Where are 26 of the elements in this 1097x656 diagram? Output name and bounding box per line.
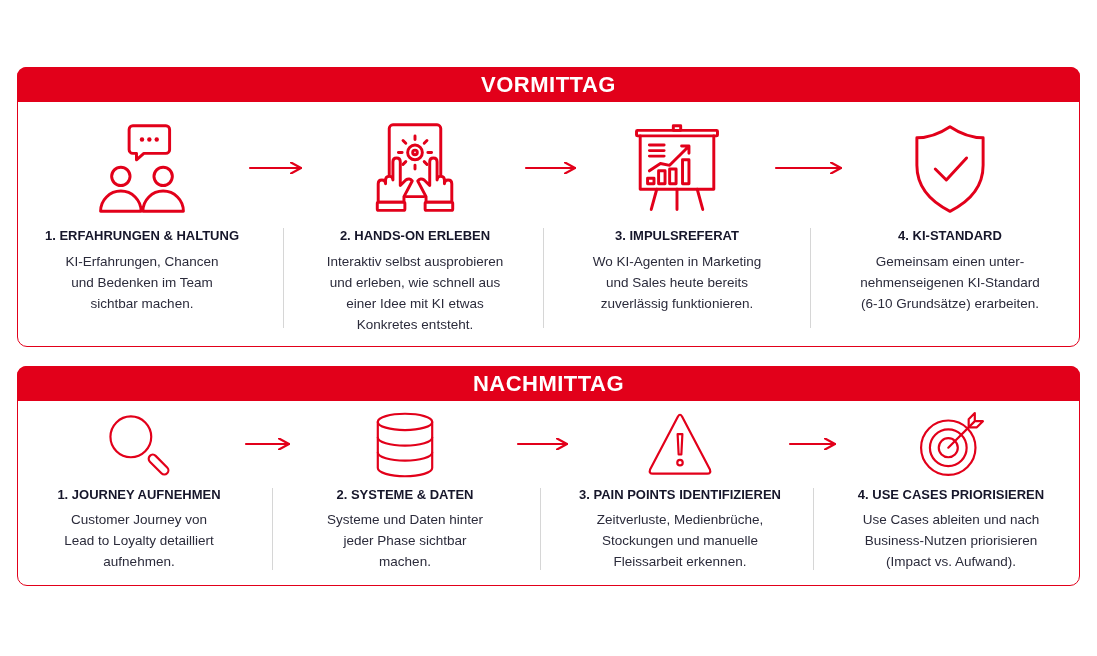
arrow xyxy=(524,161,577,175)
step-description: Systeme und Daten hinter jeder Phase sichtbar machen. xyxy=(325,511,485,571)
step-title: 3. IMPULSREFERAT xyxy=(615,227,739,245)
arrow xyxy=(774,161,843,175)
section-panel xyxy=(17,366,1080,586)
step-title: 1. JOURNEY AUFNEHMEN xyxy=(57,486,221,504)
step-description: Zeitverluste, Medienbrüche, Stockungen und manuelle Fleissarbeit erkennen. xyxy=(595,511,765,571)
section-header: NACHMITTAG xyxy=(17,366,1080,401)
step-description: Interaktiv selbst ausprobieren und erleben, wie schnell aus einer Idee mit KI etwas Konkretes entsteht. xyxy=(325,253,505,334)
step-description: Gemeinsam einen unter- nehmenseigenen KI-Standard (6-10 Grundsätze) erarbeiten. xyxy=(859,253,1041,313)
arrow xyxy=(788,437,837,451)
step-description: Customer Journey von Lead to Loyalty detailliert aufnehmen. xyxy=(63,511,215,571)
step-title: 4. KI-STANDARD xyxy=(898,227,1002,245)
step-description: Wo KI-Agenten in Marketing und Sales heute bereits zuverlässig funktionieren. xyxy=(591,253,763,313)
step-title: 1. ERFAHRUNGEN & HALTUNG xyxy=(44,227,239,245)
step-title: 2. HANDS-ON ERLEBEN xyxy=(339,227,491,245)
section-panel xyxy=(17,67,1080,347)
step-title: 3. PAIN POINTS IDENTIFIZIEREN xyxy=(579,486,781,504)
section-header: VORMITTAG xyxy=(17,67,1080,102)
arrow xyxy=(248,161,303,175)
step-description: KI-Erfahrungen, Chancen und Bedenken im Team sichtbar machen. xyxy=(64,253,220,313)
step-description: Use Cases ableiten und nach Business-Nutzen priorisieren (Impact vs. Aufwand). xyxy=(861,511,1041,571)
arrow xyxy=(244,437,291,451)
step-title: 2. SYSTEME & DATEN xyxy=(336,486,474,504)
step-title: 4. USE CASES PRIORISIEREN xyxy=(857,486,1045,504)
arrow xyxy=(516,437,569,451)
